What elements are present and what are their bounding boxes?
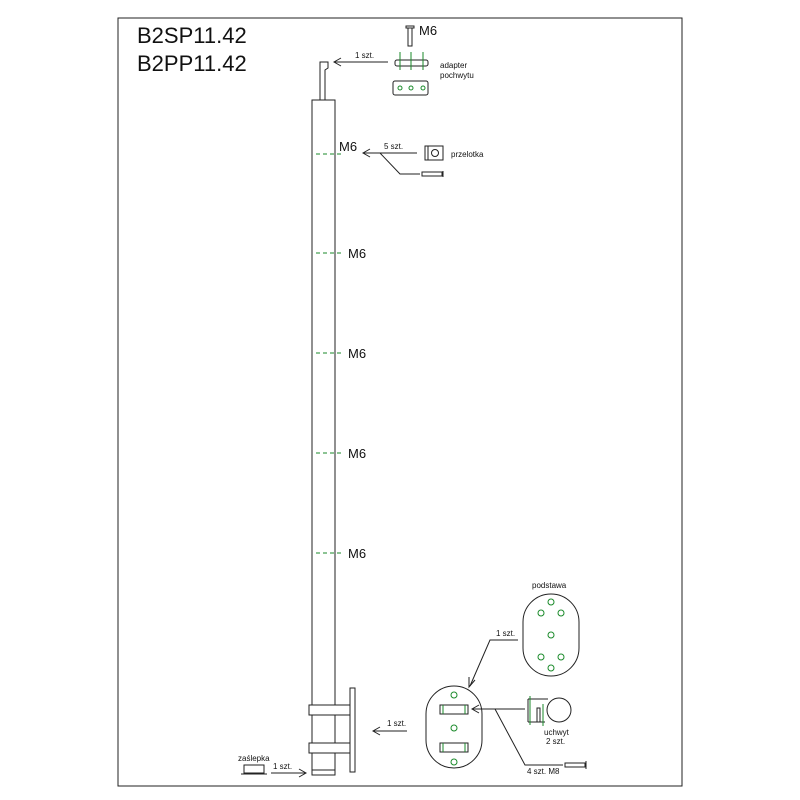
title-line-1: B2SP11.42 bbox=[137, 23, 247, 48]
podstawa-label: podstawa bbox=[532, 581, 567, 590]
uchwyt-label: uchwyt bbox=[544, 728, 570, 737]
adapter-side-icon bbox=[394, 52, 429, 70]
page-border bbox=[117, 17, 683, 787]
adapter-top-icon bbox=[392, 80, 429, 96]
hole-label-top: M6 bbox=[339, 139, 357, 154]
przelotka-qty: 5 szt. bbox=[384, 142, 403, 151]
base-clamp-assembly bbox=[308, 687, 356, 773]
arrow-adapter bbox=[332, 57, 388, 67]
adapter-qty: 1 szt. bbox=[355, 51, 374, 60]
podstawa-plate-icon bbox=[522, 593, 580, 677]
zaslepka-label: zaślepka bbox=[238, 754, 270, 763]
hole-label: M6 bbox=[348, 346, 366, 361]
screw-icon bbox=[421, 171, 444, 177]
hole-markers bbox=[316, 153, 344, 554]
hole-label: M6 bbox=[348, 446, 366, 461]
pole bbox=[311, 61, 336, 776]
uchwyt-icon bbox=[527, 696, 572, 726]
arrow-base-plate bbox=[371, 726, 407, 736]
screw-m6-icon bbox=[405, 25, 415, 47]
adapter-label-1: adapter bbox=[440, 61, 467, 70]
base-plate-qty: 1 szt. bbox=[387, 719, 406, 728]
hole-label: M6 bbox=[348, 546, 366, 561]
arrow-podstawa bbox=[468, 639, 518, 689]
arrow-zaslepka bbox=[271, 768, 308, 778]
base-plate-icon bbox=[425, 685, 483, 769]
adapter-screw-label: M6 bbox=[419, 23, 437, 38]
title-line-2: B2PP11.42 bbox=[137, 51, 247, 76]
przelotka-icon bbox=[424, 145, 444, 161]
arrow-przelotka bbox=[361, 148, 420, 175]
screw-m8-icon bbox=[564, 761, 587, 769]
arrow-uchwyt bbox=[470, 704, 563, 766]
przelotka-label: przelotka bbox=[451, 150, 484, 159]
podstawa-qty: 1 szt. bbox=[496, 629, 515, 638]
screws-bottom-label: 4 szt. M8 bbox=[527, 767, 560, 776]
adapter-label-2: pochwytu bbox=[440, 71, 474, 80]
hole-label: M6 bbox=[348, 246, 366, 261]
zaslepka-icon bbox=[241, 764, 267, 775]
uchwyt-qty: 2 szt. bbox=[546, 737, 565, 746]
zaslepka-qty: 1 szt. bbox=[273, 762, 292, 771]
